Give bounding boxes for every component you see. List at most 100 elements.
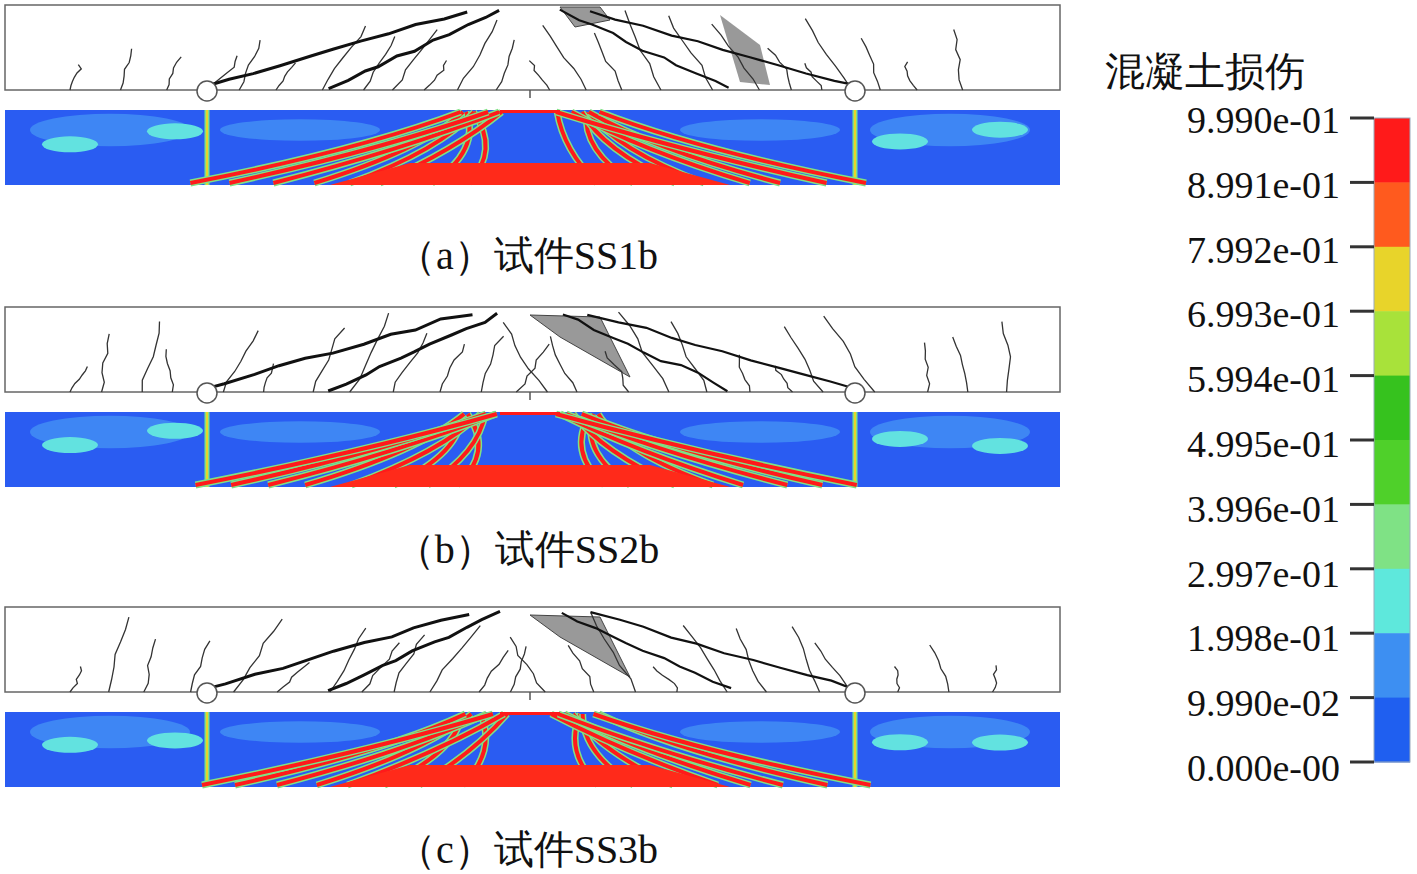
crack-line xyxy=(591,613,636,692)
crack-line xyxy=(142,322,159,393)
damage-zone xyxy=(500,712,560,715)
major-crack xyxy=(587,315,858,390)
crack-line xyxy=(568,645,594,692)
crack-line xyxy=(70,367,87,393)
color-band xyxy=(1374,247,1410,312)
color-band xyxy=(1374,182,1410,247)
major-crack xyxy=(560,10,729,88)
crack-line xyxy=(1002,322,1011,392)
crack-line xyxy=(953,337,968,392)
tick-mark xyxy=(1350,439,1374,442)
contour-patch xyxy=(147,732,203,748)
color-band xyxy=(1374,440,1410,505)
tick-mark xyxy=(1350,310,1374,313)
crack-line xyxy=(394,635,424,692)
damage-zone xyxy=(330,465,730,487)
contour-patch xyxy=(42,737,98,753)
damage-zone xyxy=(500,412,560,415)
crack-line xyxy=(167,57,182,90)
spall-patch xyxy=(720,15,770,85)
crack-line xyxy=(166,349,174,392)
tick-label: 7.992e-01 xyxy=(1187,231,1340,269)
center-mark xyxy=(529,392,531,400)
major-crack xyxy=(562,613,731,688)
tick-mark xyxy=(1350,567,1374,570)
color-band xyxy=(1374,311,1410,376)
contour-patch xyxy=(42,437,98,453)
crack-line xyxy=(424,61,446,91)
tick-mark xyxy=(1350,761,1374,764)
crack-line xyxy=(510,646,526,692)
crack-line xyxy=(109,617,129,692)
contour-patch xyxy=(220,119,380,141)
major-crack xyxy=(203,615,469,690)
support-damage xyxy=(854,412,856,487)
color-band xyxy=(1374,698,1410,763)
support-damage xyxy=(854,110,856,185)
spall-patch xyxy=(560,7,610,27)
crack-line xyxy=(516,344,549,392)
contour-patch xyxy=(872,133,928,149)
contour-patch xyxy=(680,721,840,743)
tick-label: 5.994e-01 xyxy=(1187,360,1340,398)
beam-panel xyxy=(5,607,1060,703)
damage-zone xyxy=(330,765,730,787)
crack-line xyxy=(144,639,156,692)
major-crack xyxy=(329,10,500,88)
spall-patch xyxy=(530,615,630,677)
crack-line xyxy=(954,30,963,91)
tick-label: 9.990e-02 xyxy=(1187,684,1340,722)
crack-line xyxy=(234,619,283,692)
support-damage xyxy=(853,110,858,185)
color-band xyxy=(1374,504,1410,569)
major-crack xyxy=(201,315,473,390)
tick-label: 0.000e-00 xyxy=(1187,749,1340,787)
crack-line xyxy=(669,16,713,90)
contour-band xyxy=(5,110,1060,185)
contour-patch xyxy=(972,122,1028,138)
support-roller xyxy=(845,81,865,101)
tick-mark xyxy=(1350,632,1374,635)
contour-patch xyxy=(972,735,1028,751)
beam-panel xyxy=(5,5,1060,101)
support-damage xyxy=(206,412,208,487)
support-roller xyxy=(197,383,217,403)
contour-patch xyxy=(220,421,380,443)
contour-patch xyxy=(872,734,928,750)
tick-mark xyxy=(1350,696,1374,699)
support-roller xyxy=(845,683,865,703)
beam-panel xyxy=(5,307,1060,403)
beam-outline xyxy=(5,307,1060,392)
damage-zone xyxy=(500,110,560,113)
beam-outline xyxy=(5,607,1060,692)
crack-line xyxy=(393,333,427,392)
damage-contour xyxy=(5,412,1060,487)
major-crack xyxy=(591,612,859,691)
subfigure-caption: （b）试件SS2b xyxy=(395,530,660,570)
subfigure-caption: （c）试件SS3b xyxy=(396,830,658,870)
contour-band xyxy=(5,712,1060,787)
crack-line xyxy=(905,62,917,90)
crack-line xyxy=(895,667,900,693)
tick-label: 9.990e-01 xyxy=(1187,101,1340,139)
color-band xyxy=(1374,376,1410,441)
crack-line xyxy=(277,662,309,692)
color-band xyxy=(1374,569,1410,634)
major-crack xyxy=(199,12,467,88)
crack-line xyxy=(70,667,82,693)
crack-line xyxy=(824,316,875,392)
contour-patch xyxy=(680,119,840,141)
crack-line xyxy=(120,49,131,90)
crack-line xyxy=(70,65,81,90)
contour-patch xyxy=(147,123,203,139)
crack-line xyxy=(815,643,851,692)
crack-line xyxy=(440,344,464,392)
tick-label: 1.998e-01 xyxy=(1187,619,1340,657)
tick-label: 2.997e-01 xyxy=(1187,555,1340,593)
support-roller xyxy=(197,683,217,703)
tick-mark xyxy=(1350,181,1374,184)
crack-line xyxy=(457,20,497,90)
crack-line xyxy=(364,37,395,91)
spall-patch xyxy=(530,315,630,377)
crack-line xyxy=(993,665,997,692)
